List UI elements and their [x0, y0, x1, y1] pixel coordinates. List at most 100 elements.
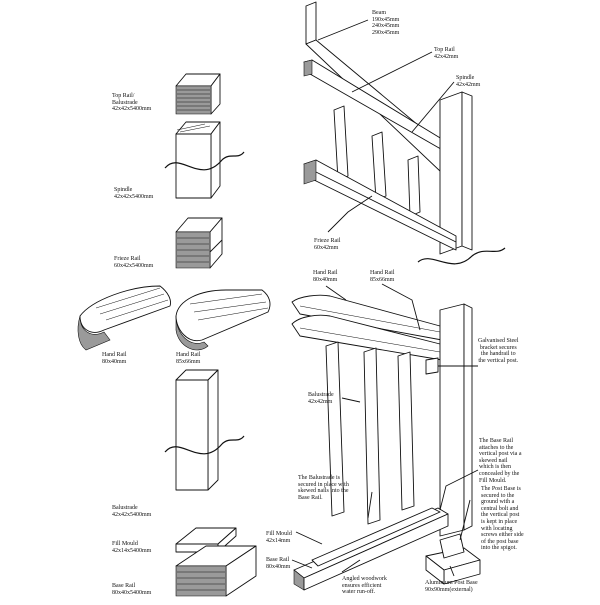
- frieze-rail-label-line2: 60x42x5400mm: [114, 262, 154, 269]
- base-rail-note-line2: attaches to the: [479, 444, 514, 451]
- frieze-rail-block-shape: [175, 217, 223, 269]
- spindle-label-line2: 42x42x5400mm: [114, 193, 154, 200]
- upper-assembly-shape: [303, 1, 506, 265]
- base-rail-note-line3: vertical post via a: [479, 451, 522, 458]
- lower-fill-mould-label: Fill Mould 42x14mm: [266, 531, 292, 544]
- lower-balustrade-label-line1: Balustrade: [308, 392, 334, 398]
- balustrade-note-line4: Base Rail.: [298, 494, 323, 501]
- balustrade-note-line1: The Balustrade is: [298, 475, 340, 481]
- lower-assembly-shape: [291, 294, 481, 591]
- spindle-block-shape: [164, 121, 245, 199]
- lower-balustrade-label: Balustrade 42x42mm: [308, 392, 334, 405]
- galvanised-bracket-label: Galvanised Steel bracket secures the han…: [478, 338, 519, 364]
- fill-mould-label: Fill Mould 42x14x5400mm: [112, 541, 151, 554]
- post-base-note-line3: ground with a: [481, 499, 515, 506]
- lower-base-rail-label-line2: 80x40mm: [266, 563, 291, 570]
- base-rail-note-line7: Fill Mould.: [479, 477, 507, 484]
- frieze-rail-label: Frieze Rail 60x42x5400mm: [114, 256, 153, 269]
- lower-hand-rail-85-label-line1: Hand Rail: [370, 270, 395, 276]
- lower-hand-rail-80-label: Hand Rail 80x40mm: [313, 270, 338, 283]
- base-rail-note-line6: concealed by the: [479, 470, 520, 477]
- lower-base-rail-label-line1: Base Rail: [266, 557, 290, 563]
- top-rail-label-line3: 42x42x5400mm: [112, 106, 152, 113]
- hand-rail-85-label-line2: 85x66mm: [176, 358, 201, 365]
- upper-top-rail-label-line1: Top Rail: [434, 47, 455, 53]
- angled-woodwork-label-line3: water run-off.: [342, 589, 376, 596]
- post-base-note-line7: with locating: [481, 525, 513, 532]
- balustrade-block-shape: [164, 369, 245, 491]
- beam-label-line4: 290x45mm: [372, 29, 400, 36]
- base-rail-label: Base Rail 80x40x5400mm: [112, 583, 151, 596]
- beam-label: Beam 190x45mm 240x45mm 290x45mm: [372, 10, 399, 36]
- fill-mould-label-line1: Fill Mould: [112, 541, 138, 547]
- galvanised-bracket-label-line1: Galvanised Steel: [478, 338, 519, 344]
- fill-mould-label-line2: 42x14x5400mm: [112, 547, 152, 554]
- balustrade-label-line2: 42x42x5400mm: [112, 511, 152, 518]
- spindle-label: Spindle 42x42x5400mm: [114, 187, 153, 200]
- upper-spindle-label-line2: 42x42mm: [456, 81, 481, 88]
- post-base-note-line8: screws either side: [481, 532, 524, 539]
- angled-woodwork-label-line2: ensures efficient: [342, 582, 382, 589]
- balustrade-note-line2: secured in place with: [298, 481, 349, 488]
- upper-spindle-label: Spindle 42x42mm: [456, 75, 480, 88]
- galvanised-bracket-label-line3: the handrail to: [480, 351, 516, 358]
- base-rail-label-line2: 80x40x5400mm: [112, 589, 152, 596]
- post-base-note-line5: the vertical post: [481, 512, 520, 519]
- upper-top-rail-label-line2: 42x42mm: [434, 53, 459, 60]
- lower-hand-rail-80-label-line1: Hand Rail: [313, 270, 338, 276]
- post-base-note-line10: into the spigot.: [481, 545, 517, 552]
- galvanised-bracket-label-line4: the vertical post.: [478, 357, 519, 364]
- beam-label-line3: 240x45mm: [372, 23, 400, 30]
- hand-rail-80-profile-shape: [77, 285, 171, 351]
- beam-label-line1: Beam: [372, 10, 386, 16]
- leader-lines: [291, 19, 479, 577]
- post-base-note-line2: secured to the: [481, 492, 515, 499]
- base-rail-note-line5: which is then: [479, 464, 511, 471]
- post-base-note-line4: central bolt and: [481, 505, 519, 512]
- upper-frieze-rail-label-line1: Frieze Rail: [314, 238, 341, 244]
- post-base-note-line6: is kept in place: [481, 518, 518, 525]
- hand-rail-80-label-line2: 80x40mm: [102, 358, 127, 365]
- top-rail-label: Top Rail/ Balustrade 42x42x5400mm: [112, 93, 151, 113]
- post-base-label: Aluminium Post Base 90x90mm(external): [425, 580, 478, 593]
- base-rail-block-shape: [175, 545, 257, 597]
- top-rail-block-shape: [175, 73, 221, 115]
- post-base-label-line2: 90x90mm(external): [425, 586, 473, 593]
- lower-hand-rail-85-label: Hand Rail 85x66mm: [370, 270, 395, 283]
- hand-rail-85-label-line1: Hand Rail: [176, 352, 201, 358]
- galvanised-bracket-label-line2: bracket secures: [479, 344, 517, 351]
- post-base-note-line1: The Post Base is: [481, 486, 521, 492]
- lower-fill-mould-label-line1: Fill Mould: [266, 531, 292, 537]
- hand-rail-85-profile-shape: [175, 289, 271, 351]
- spindle-label-line1: Spindle: [114, 187, 133, 193]
- lower-fill-mould-label-line2: 42x14mm: [266, 537, 291, 544]
- upper-frieze-rail-label-line2: 60x42mm: [314, 244, 339, 251]
- base-rail-label-line1: Base Rail: [112, 583, 136, 589]
- upper-frieze-rail-label: Frieze Rail 60x42mm: [314, 238, 341, 251]
- lower-hand-rail-85-label-line2: 85x66mm: [370, 276, 395, 283]
- post-base-label-line1: Aluminium Post Base: [425, 580, 478, 586]
- base-rail-note-line1: The Base Rail: [479, 438, 513, 444]
- balustrade-label-line1: Balustrade: [112, 505, 138, 511]
- balustrade-note-line3: skewed nails into the: [298, 488, 349, 495]
- base-rail-note-line4: skewed nail: [479, 457, 508, 464]
- balustrade-label: Balustrade 42x42x5400mm: [112, 505, 151, 518]
- post-base-note-line9: of the post base: [481, 538, 519, 545]
- lower-base-rail-label: Base Rail 80x40mm: [266, 557, 290, 570]
- beam-label-line2: 190x45mm: [372, 16, 400, 23]
- top-rail-label-line1: Top Rail/: [112, 93, 135, 99]
- hand-rail-85-label: Hand Rail 85x66mm: [176, 352, 201, 365]
- lower-hand-rail-80-label-line2: 80x40mm: [313, 276, 338, 283]
- top-rail-label-line2: Balustrade: [112, 99, 138, 106]
- balustrade-note: The Balustrade is secured in place with …: [298, 475, 349, 501]
- post-base-note: The Post Base is secured to the ground w…: [481, 486, 524, 552]
- angled-woodwork-label: Angled woodwork ensures efficient water …: [342, 576, 387, 596]
- hand-rail-80-label: Hand Rail 80x40mm: [102, 352, 127, 365]
- angled-woodwork-label-line1: Angled woodwork: [342, 576, 387, 582]
- upper-spindle-label-line1: Spindle: [456, 75, 475, 81]
- hand-rail-80-label-line1: Hand Rail: [102, 352, 127, 358]
- base-rail-note: The Base Rail attaches to the vertical p…: [479, 438, 521, 484]
- lower-balustrade-label-line2: 42x42mm: [308, 398, 333, 405]
